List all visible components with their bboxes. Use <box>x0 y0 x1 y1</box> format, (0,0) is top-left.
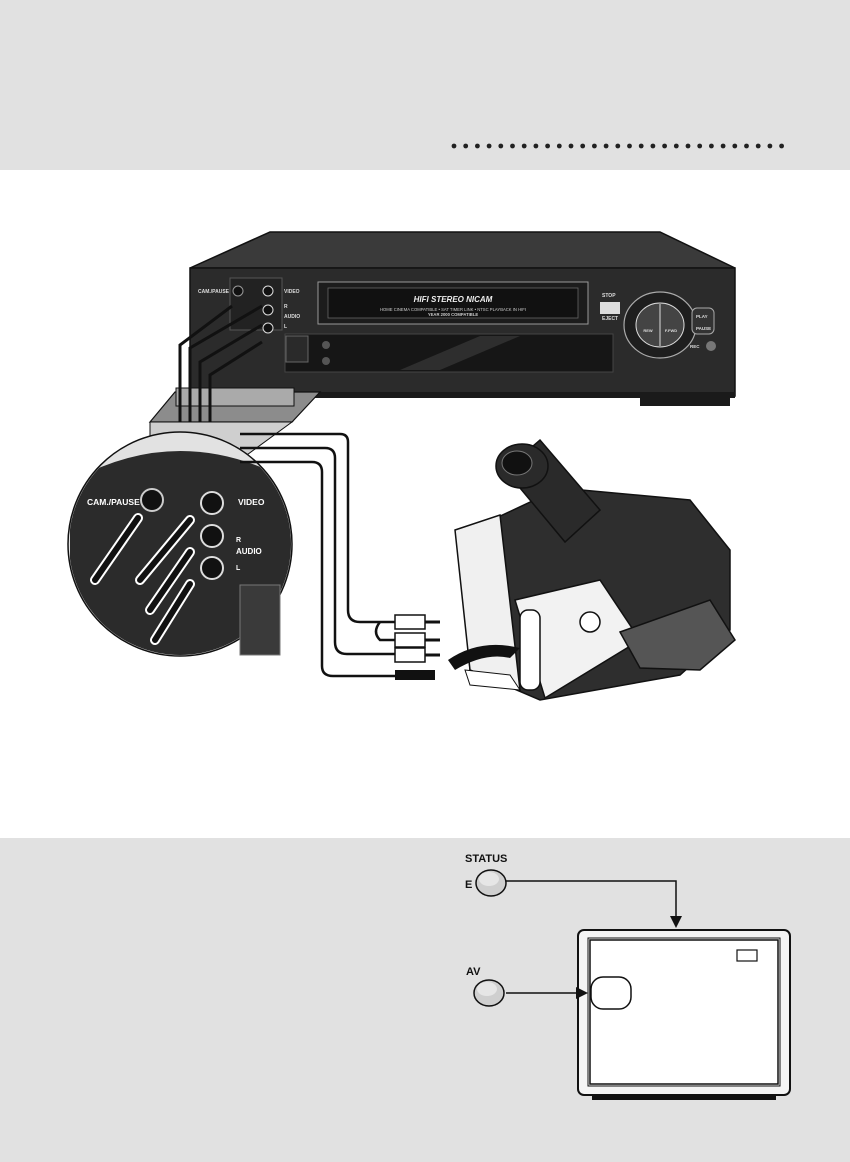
rec-label: REC <box>690 344 700 349</box>
status-arrow <box>506 880 677 918</box>
rule-dot <box>486 143 492 149</box>
rule-dot <box>709 143 714 149</box>
display-line1: HOME CINEMA COMPATIBLE • SAT TIMER LINK … <box>380 307 526 312</box>
header-band <box>0 0 850 170</box>
zoom-r-label: R <box>236 537 241 544</box>
connection-diagram: CAM./PAUSE VIDEO R AUDIO L HIFI STEREO N… <box>67 231 736 701</box>
status-label: STATUS <box>465 853 507 865</box>
camcorder-cables <box>240 432 395 678</box>
eject-label: EJECT <box>602 316 618 322</box>
vcr-cam-jack <box>232 285 244 297</box>
rule-dot <box>592 143 597 149</box>
rew-label: REW <box>643 328 653 333</box>
rule-dot <box>779 143 784 149</box>
rule-dot <box>744 143 749 149</box>
vcr-cables <box>178 304 263 440</box>
zoom-cam-jack <box>140 488 164 512</box>
rule-dot <box>580 143 586 149</box>
rule-dot <box>732 143 738 149</box>
standby-button <box>285 335 309 363</box>
rule-dot <box>720 143 726 149</box>
zoom-audio-label: AUDIO <box>236 547 262 556</box>
av-label: AV <box>466 966 481 978</box>
vcr-video-label: VIDEO <box>284 289 300 295</box>
camcorder <box>448 438 736 701</box>
zoom-video-jack <box>200 491 224 515</box>
rule-dot <box>673 143 679 149</box>
vcr-audio-label: AUDIO <box>284 314 300 320</box>
display-title: HIFI STEREO NICAM <box>414 295 493 304</box>
stop-label: STOP <box>602 293 616 299</box>
vcr-video-jack <box>262 285 274 297</box>
rule-dot <box>498 143 504 149</box>
e-label: E <box>465 879 472 891</box>
rule-dot <box>755 143 761 149</box>
rule-dot <box>451 143 457 149</box>
dotted-rule <box>451 143 784 149</box>
vcr-l-label: L <box>284 324 287 330</box>
zoom-l-label: L <box>236 565 241 572</box>
vcr-audio-l-jack <box>262 322 274 334</box>
rule-dot <box>627 143 632 149</box>
vcr-r-label: R <box>284 304 288 310</box>
rule-dot <box>533 143 539 149</box>
zoom-video-label: VIDEO <box>238 497 265 507</box>
zoom-cam-pause-label: CAM./PAUSE <box>87 497 140 507</box>
rule-dot <box>697 143 703 149</box>
rule-dot <box>767 143 773 149</box>
jack-zoom: CAM./PAUSE VIDEO R AUDIO L <box>67 431 293 657</box>
zoom-audio-l-jack <box>200 556 224 580</box>
rule-dot <box>568 143 574 149</box>
tv-corner-indicator <box>736 949 758 962</box>
rule-dot <box>510 143 515 149</box>
play-label: PLAY <box>696 314 708 319</box>
vcr-audio-r-jack <box>262 304 274 316</box>
remote-diagram: STATUS E AV <box>465 853 791 1100</box>
vcr-unit: CAM./PAUSE VIDEO R AUDIO L HIFI STEREO N… <box>189 231 736 406</box>
tv-av-indicator <box>590 976 632 1010</box>
vcr-top <box>189 231 736 269</box>
rule-dot <box>615 143 621 149</box>
rule-dot <box>603 143 609 149</box>
camcorder-plugs <box>394 614 440 680</box>
vcr-cam-pause-label: CAM./PAUSE <box>198 289 230 295</box>
rule-dot <box>556 143 562 149</box>
tv-screen <box>577 929 791 1100</box>
ffwd-label: F.FWD <box>665 328 677 333</box>
rule-dot <box>685 143 691 149</box>
rule-dot <box>475 143 480 149</box>
rule-dot <box>463 143 469 149</box>
display-line2: YEAR 2000 COMPATIBLE <box>428 312 479 317</box>
pause-label: PAUSE <box>696 326 711 331</box>
rule-dot <box>650 143 656 149</box>
zoom-audio-r-jack <box>200 524 224 548</box>
rule-dot <box>662 143 667 149</box>
rule-dot <box>521 143 527 149</box>
rule-dot <box>638 143 644 149</box>
rule-dot <box>545 143 550 149</box>
